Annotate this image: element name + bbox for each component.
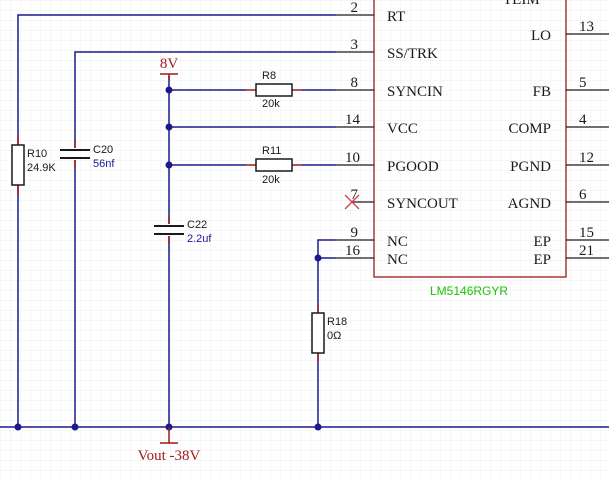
capacitor-c20[interactable] bbox=[60, 140, 90, 168]
c22-value: 2.2uf bbox=[187, 233, 212, 245]
pin-number-rt: 2 bbox=[351, 0, 359, 16]
pin-name-ss-trk: SS/TRK bbox=[387, 46, 438, 62]
ic-right-pin-lines bbox=[566, 33, 609, 259]
pin-name-ep-15: EP bbox=[533, 234, 551, 250]
resistor-r10[interactable] bbox=[11, 135, 25, 195]
net-label-vout: Vout -38V bbox=[138, 448, 201, 464]
power-symbol-vout[interactable] bbox=[160, 427, 178, 444]
pin-name-agnd: AGND bbox=[508, 196, 551, 212]
r11-value: 20k bbox=[262, 174, 280, 186]
ic-body[interactable] bbox=[373, 0, 567, 278]
pin-number-nc-9: 9 bbox=[351, 225, 359, 241]
pin-number-pgnd: 12 bbox=[579, 150, 594, 166]
pin-number-syncout: 7 bbox=[351, 187, 359, 203]
wires bbox=[0, 14, 609, 428]
pin-name-ep-21: EP bbox=[533, 252, 551, 268]
pin-name-pgnd: PGND bbox=[510, 159, 551, 175]
pin-number-syncin: 8 bbox=[351, 75, 359, 91]
r18-value: 0Ω bbox=[327, 330, 341, 342]
c22-ref: C22 bbox=[187, 219, 207, 231]
r10-value: 24.9K bbox=[27, 162, 56, 174]
power-symbol-8v[interactable] bbox=[160, 73, 178, 80]
pin-name-vcc: VCC bbox=[387, 121, 418, 137]
pin-number-lo: 13 bbox=[579, 19, 594, 35]
pin-number-nc-16: 16 bbox=[345, 243, 361, 259]
no-connect-marker bbox=[344, 194, 360, 210]
resistor-r8[interactable] bbox=[246, 83, 302, 97]
r10-ref: R10 bbox=[27, 148, 47, 160]
junction-dots bbox=[14, 86, 322, 431]
pin-number-vcc: 14 bbox=[345, 112, 361, 128]
pin-name-pgood: PGOOD bbox=[387, 159, 439, 175]
pin-number-comp: 4 bbox=[579, 112, 587, 128]
c20-value: 56nf bbox=[93, 158, 115, 170]
pin-number-ss-trk: 3 bbox=[351, 37, 359, 53]
r8-value: 20k bbox=[262, 98, 280, 110]
pin-number-agnd: 6 bbox=[579, 187, 587, 203]
r8-ref: R8 bbox=[262, 70, 276, 82]
pin-name-syncin: SYNCIN bbox=[387, 84, 443, 100]
resistor-r18[interactable] bbox=[311, 305, 325, 361]
pin-name-syncout: SYNCOUT bbox=[387, 196, 458, 212]
pin-number-fb: 5 bbox=[579, 75, 587, 91]
r11-ref: R11 bbox=[262, 145, 281, 157]
pin-name-fb: FB bbox=[533, 84, 551, 100]
pin-name-rt: RT bbox=[387, 9, 405, 25]
pin-number-pgood: 10 bbox=[345, 150, 360, 166]
pin-name-comp: COMP bbox=[508, 121, 551, 137]
pin-number-ep-21: 21 bbox=[579, 243, 594, 259]
r18-ref: R18 bbox=[327, 316, 347, 328]
ic-part-number: LM5146RGYR bbox=[430, 284, 508, 298]
pin-name-nc-9: NC bbox=[387, 234, 408, 250]
net-label-8v: 8V bbox=[160, 56, 179, 72]
resistor-r11[interactable] bbox=[246, 158, 302, 172]
ic-left-pin-lines bbox=[336, 14, 374, 259]
pin-name-nc-16: NC bbox=[387, 252, 408, 268]
pin-name-lo: LO bbox=[531, 28, 551, 44]
c20-ref: C20 bbox=[93, 144, 113, 156]
capacitor-c22[interactable] bbox=[154, 216, 184, 244]
ic-top-label: TEIM bbox=[503, 0, 540, 8]
pin-number-ep-15: 15 bbox=[579, 225, 594, 241]
